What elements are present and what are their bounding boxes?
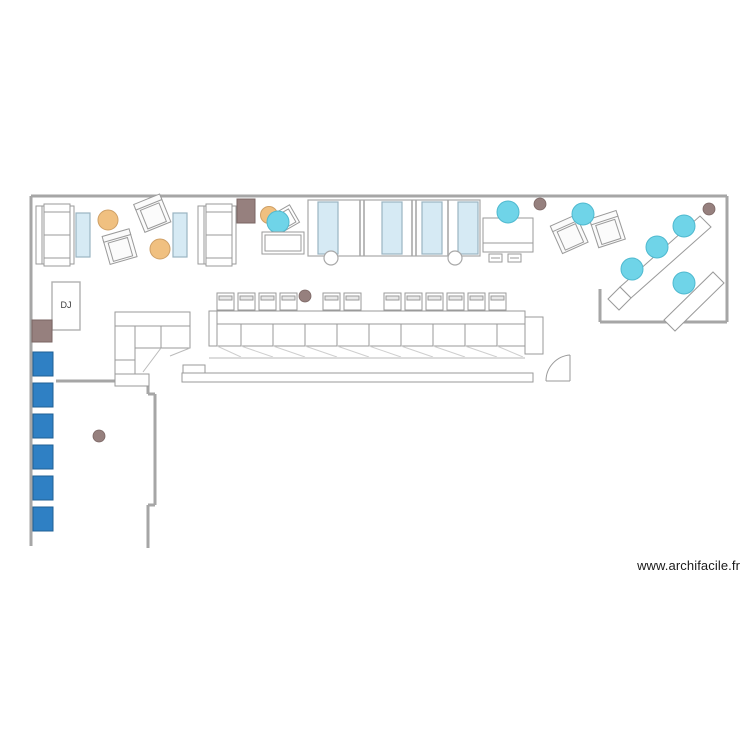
armchair-right-1[interactable]: [549, 214, 589, 255]
bar-stool-9[interactable]: [425, 292, 444, 311]
marker-mauve-square-top[interactable]: [236, 198, 256, 224]
mauve-dot-1[interactable]: [298, 289, 312, 303]
mauve-dot-4[interactable]: [92, 429, 106, 443]
cyan-seat-4[interactable]: [672, 214, 696, 238]
blue-panel-1[interactable]: [32, 351, 54, 377]
window-panel-3[interactable]: [421, 201, 443, 255]
bar-stool-row[interactable]: [216, 292, 507, 311]
bar-stool-6[interactable]: [343, 292, 362, 311]
bar-stool-7[interactable]: [383, 292, 402, 311]
blue-panel-2[interactable]: [32, 382, 54, 408]
bar-stool-8[interactable]: [404, 292, 423, 311]
left-wall-panels[interactable]: [32, 351, 54, 532]
diagonal-bench-2[interactable]: [663, 271, 725, 332]
mauve-dot-3[interactable]: [702, 202, 716, 216]
blue-panel-4[interactable]: [32, 444, 54, 470]
panel-top-left-2[interactable]: [172, 212, 188, 258]
stool-orange-1[interactable]: [97, 209, 119, 231]
cyan-seat-5[interactable]: [645, 235, 669, 259]
lounge-seating-top-right[interactable]: [482, 197, 725, 332]
sofa-top-left-1[interactable]: [35, 203, 75, 267]
armchair-top-left-1[interactable]: [133, 193, 172, 233]
cyan-seat-7[interactable]: [672, 271, 696, 295]
cluster-top-center[interactable]: [260, 204, 305, 255]
bar-stool-10[interactable]: [446, 292, 465, 311]
cyan-seat-3[interactable]: [571, 202, 595, 226]
dj-booth-label: DJ: [61, 300, 72, 310]
blue-panel-3[interactable]: [32, 413, 54, 439]
round-table-1[interactable]: [323, 250, 339, 266]
armchair-top-left-2[interactable]: [101, 228, 138, 265]
bar-stool-2[interactable]: [237, 292, 256, 311]
bar-end-cap[interactable]: [524, 316, 544, 355]
cyan-seat-2[interactable]: [496, 200, 520, 224]
bar-stool-11[interactable]: [467, 292, 486, 311]
cyan-seat-6[interactable]: [620, 257, 644, 281]
bar-stool-1[interactable]: [216, 292, 235, 311]
door-bar-right[interactable]: [545, 354, 571, 382]
mauve-marker-dj[interactable]: [31, 319, 53, 343]
sectional-l-shape[interactable]: [114, 311, 191, 387]
round-table-2[interactable]: [447, 250, 463, 266]
cyan-seat-1[interactable]: [266, 210, 290, 234]
bar-stool-3[interactable]: [258, 292, 277, 311]
cabinet-right-1[interactable]: [482, 217, 534, 263]
window-panel-2[interactable]: [381, 201, 403, 255]
bar-stool-4[interactable]: [279, 292, 298, 311]
window-bay-top-center[interactable]: [307, 199, 481, 266]
bar-stool-5[interactable]: [322, 292, 341, 311]
bar-back-unit[interactable]: [181, 372, 534, 383]
window-panel-4[interactable]: [457, 201, 479, 255]
blue-panel-6[interactable]: [32, 506, 54, 532]
sofa-top-left-2[interactable]: [197, 203, 237, 267]
main-bar-counter[interactable]: [208, 310, 526, 359]
archifacile-watermark: www.archifacile.fr: [637, 558, 740, 573]
bar-stool-12[interactable]: [488, 292, 507, 311]
lounge-seating-top-left[interactable]: [35, 193, 237, 267]
armchair-right-2[interactable]: [588, 209, 626, 249]
stool-orange-2[interactable]: [149, 238, 171, 260]
panel-top-left-1[interactable]: [75, 212, 91, 258]
mauve-dot-2[interactable]: [533, 197, 547, 211]
low-table-top-center: [261, 231, 305, 255]
blue-panel-5[interactable]: [32, 475, 54, 501]
dj-booth[interactable]: DJ: [51, 281, 81, 331]
window-panel-1[interactable]: [317, 201, 339, 255]
bar-counter-group[interactable]: [181, 289, 571, 383]
